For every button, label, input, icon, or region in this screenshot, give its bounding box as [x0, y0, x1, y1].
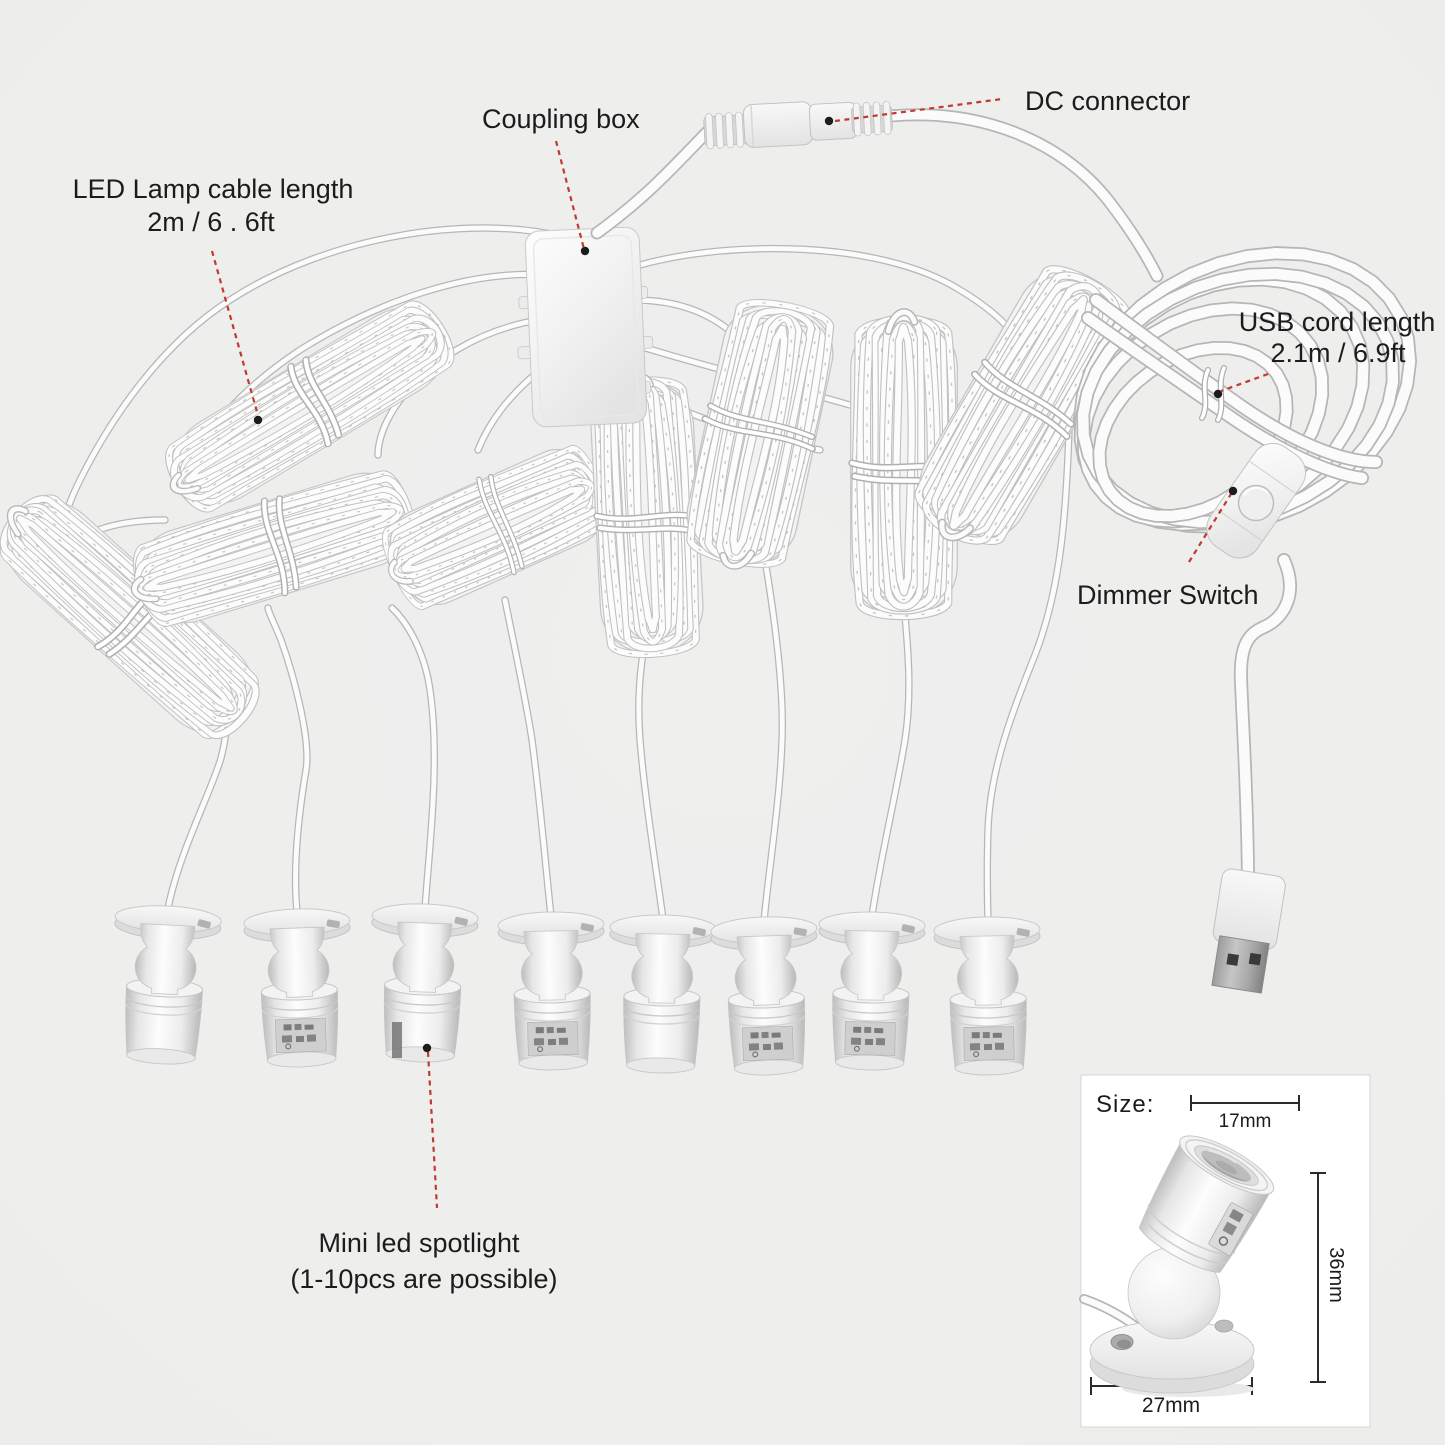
svg-text:36mm: 36mm — [1325, 1247, 1347, 1303]
svg-text:DC connector: DC connector — [1025, 86, 1190, 116]
svg-text:17mm: 17mm — [1219, 1111, 1272, 1132]
svg-text:LED Lamp cable length: LED Lamp cable length — [73, 174, 354, 204]
svg-text:USB cord length: USB cord length — [1239, 307, 1436, 337]
svg-text:Size:: Size: — [1096, 1091, 1154, 1118]
svg-text:2.1m / 6.9ft: 2.1m / 6.9ft — [1270, 338, 1406, 368]
svg-text:Mini led spotlight: Mini led spotlight — [318, 1228, 520, 1258]
svg-text:2m / 6 . 6ft: 2m / 6 . 6ft — [147, 207, 275, 237]
svg-text:Coupling box: Coupling box — [482, 104, 640, 134]
svg-text:Dimmer Switch: Dimmer Switch — [1077, 580, 1259, 610]
svg-text:(1-10pcs are possible): (1-10pcs are possible) — [290, 1264, 557, 1294]
svg-text:27mm: 27mm — [1142, 1394, 1200, 1417]
